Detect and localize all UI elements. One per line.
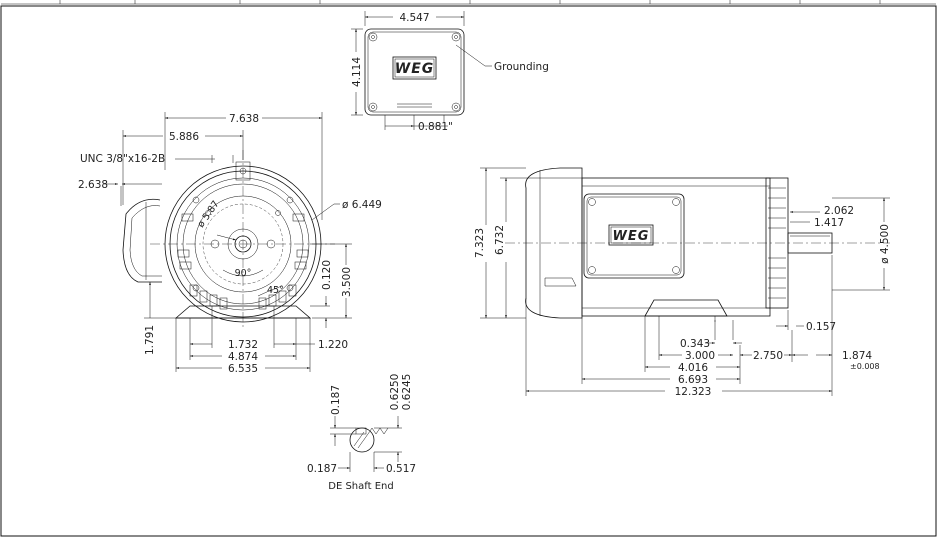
side-foot-spacing: 3.000 [685,350,715,362]
side-view-logo: WEG [613,229,650,244]
front-foot-height: 1.791 [144,325,156,355]
shaft-end-caption: DE Shaft End [328,481,393,492]
side-slot: 0.343 [680,338,710,350]
side-shaft-dia: ø 4.500 [879,224,891,264]
front-box-offset: 2.638 [78,179,108,191]
terminal-box-logo: WEG [395,61,435,77]
front-to-lead: 5.886 [169,131,199,143]
thread-spec: UNC 3/8"x16-2B [80,153,165,165]
side-shaft-ext: 1.417 [814,217,844,229]
terminal-box-offset: 0.881" [418,121,453,133]
terminal-box-view: WEG Grounding 4.547 4.114 0.881" [351,11,549,133]
side-foot-length: 4.016 [678,362,708,374]
angle-45: 45° [267,285,284,296]
bolt-circle: ø 5.87 [195,199,221,230]
side-overall-height: 7.323 [474,228,486,258]
side-view: WEG 7.323 6.732 2.062 1.417 ø 4.500 [474,167,891,398]
front-diameter: ø 6.449 [342,199,382,211]
terminal-box-width: 4.547 [399,12,429,24]
side-shoulder: 0.157 [806,321,836,333]
side-body-length: 6.693 [678,374,708,386]
side-frame-height: 6.732 [494,225,506,255]
front-hole-spacing: 1.732 [228,339,258,351]
front-view: 7.638 5.886 UNC 3/8"x16-2B 2.638 ø 6.449… [78,112,382,375]
shaft-flat-depth: 0.517 [386,463,416,475]
angle-90: 90° [235,268,252,279]
front-foot-edge: 1.220 [318,339,348,351]
front-shaft-height: 3.500 [341,267,353,297]
side-overall-length: 12.323 [675,386,712,398]
side-key-length: 2.062 [824,205,854,217]
shaft-dia-max: 0.6250 [389,374,401,411]
front-overall-height: 7.638 [229,113,259,125]
front-foot-thickness: 0.120 [321,260,333,290]
front-overall-width: 6.535 [228,363,258,375]
grounding-label: Grounding [494,61,549,73]
terminal-box-height: 4.114 [351,57,363,87]
side-tolerance: ±0.008 [850,362,880,371]
front-base-width: 4.874 [228,351,258,363]
side-shaft-len: 1.874 [842,350,872,362]
shaft-end-detail: 0.187 0.6250 0.6245 0.187 0.517 DE Shaft… [307,374,416,492]
shaft-dia-min: 0.6245 [401,374,413,411]
shaft-key-depth: 0.187 [307,463,337,475]
shaft-key-width: 0.187 [330,385,342,415]
side-to-shaft: 2.750 [753,350,783,362]
